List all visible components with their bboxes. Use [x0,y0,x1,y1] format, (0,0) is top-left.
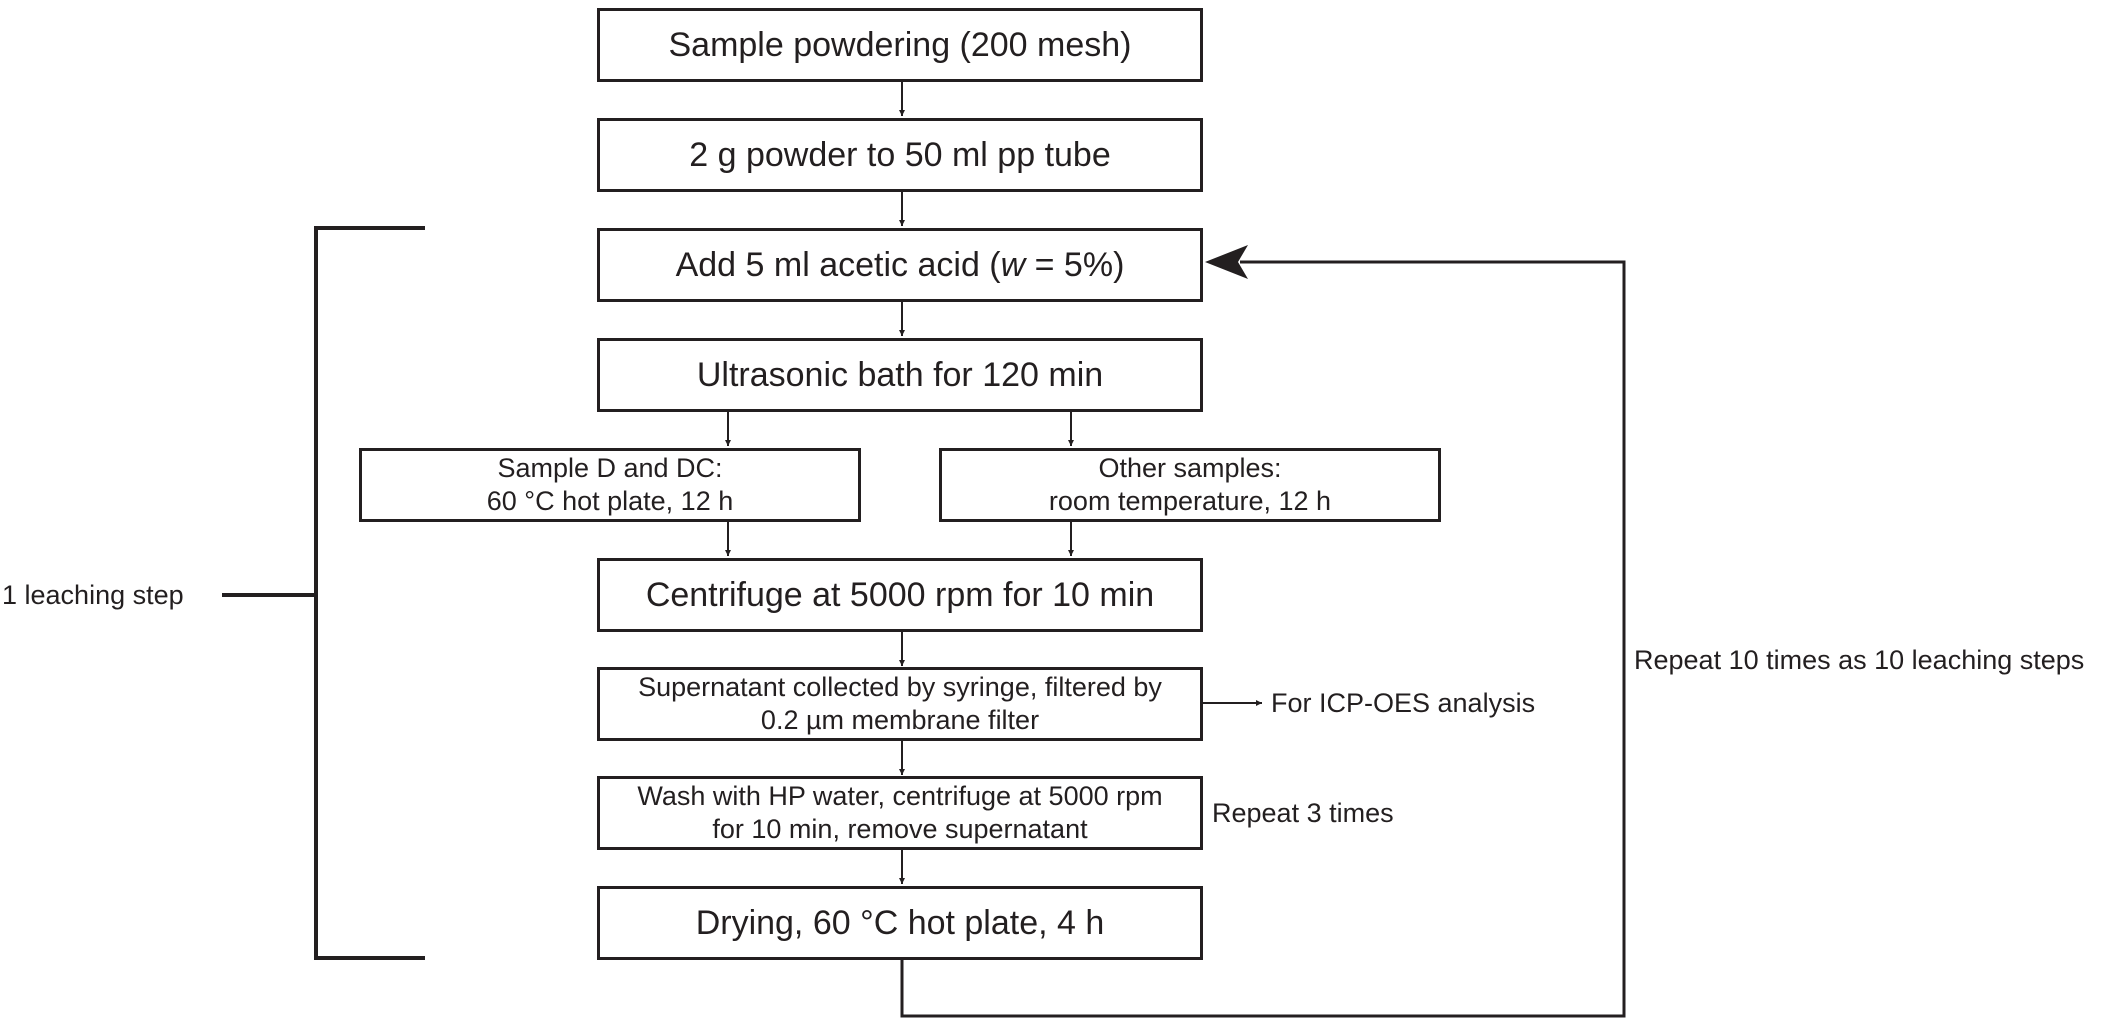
repeat-loop-arrowhead [1205,245,1248,279]
acetic-acid-variable: w [1000,246,1026,284]
step-wash-line1: Wash with HP water, centrifuge at 5000 r… [637,781,1163,811]
label-repeat-10-times: Repeat 10 times as 10 leaching steps [1634,645,2085,675]
step-powder-to-tube-text: 2 g powder to 50 ml pp tube [689,136,1111,174]
label-repeat-3-times: Repeat 3 times [1212,798,1394,828]
step-ultrasonic-bath-text: Ultrasonic bath for 120 min [696,356,1104,394]
step-other-samples: Other samples: room temperature, 12 h [939,448,1441,522]
step-ultrasonic-bath: Ultrasonic bath for 120 min [597,338,1203,412]
step-supernatant-collected: Supernatant collected by syringe, filter… [597,667,1203,741]
step-wash-line2: for 10 min, remove supernatant [712,814,1088,844]
step-sample-powdering: Sample powdering (200 mesh) [597,8,1203,82]
leaching-step-bracket [314,226,425,960]
step-drying: Drying, 60 °C hot plate, 4 h [597,886,1203,960]
step-drying-text: Drying, 60 °C hot plate, 4 h [695,904,1105,942]
label-icp-oes: For ICP-OES analysis [1271,688,1536,718]
step-centrifuge-text: Centrifuge at 5000 rpm for 10 min [645,576,1155,614]
step-centrifuge: Centrifuge at 5000 rpm for 10 min [597,558,1203,632]
step-other-samples-line2: room temperature, 12 h [1048,486,1332,516]
step-add-acetic-acid: Add 5 ml acetic acid (w = 5%) [597,228,1203,302]
step-wash: Wash with HP water, centrifuge at 5000 r… [597,776,1203,850]
step-sample-d-dc: Sample D and DC: 60 °C hot plate, 12 h [359,448,861,522]
label-1-leaching-step: 1 leaching step [2,580,184,610]
step-supernatant-line2: 0.2 µm membrane filter [760,705,1040,735]
step-sample-d-dc-line2: 60 °C hot plate, 12 h [486,486,734,516]
step-powder-to-tube: 2 g powder to 50 ml pp tube [597,118,1203,192]
acetic-acid-text-after: = 5%) [1025,246,1125,284]
step-supernatant-line1: Supernatant collected by syringe, filter… [638,672,1162,702]
step-sample-powdering-text: Sample powdering (200 mesh) [668,26,1132,64]
repeat-loop-line [900,260,1626,1018]
step-add-acetic-acid-text: Add 5 ml acetic acid (w = 5%) [676,245,1125,285]
step-sample-d-dc-line1: Sample D and DC: [497,453,723,483]
step-other-samples-line1: Other samples: [1098,453,1282,483]
acetic-acid-text-before: Add 5 ml acetic acid ( [675,246,1001,284]
